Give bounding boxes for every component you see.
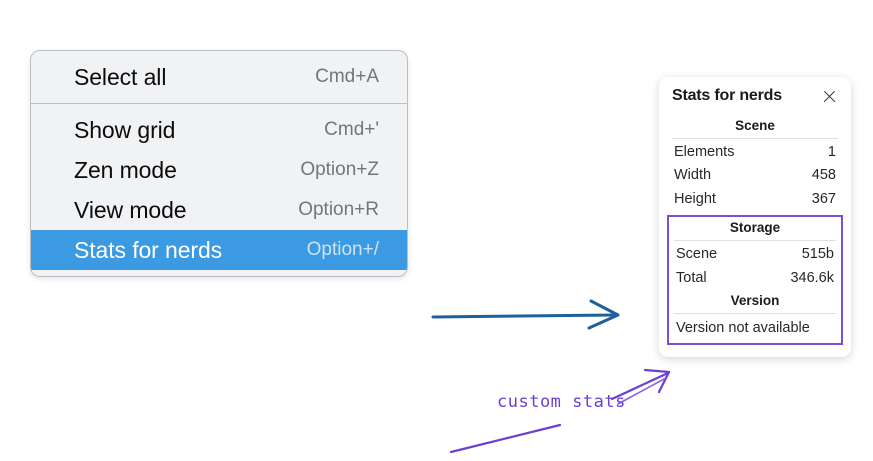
- context-menu[interactable]: Select all Cmd+A Show grid Cmd+' Zen mod…: [30, 50, 408, 277]
- menu-item-shortcut: Option+Z: [300, 159, 379, 180]
- custom-stats-highlight-box: Storage Scene 515b Total 346.6k Version …: [667, 215, 843, 345]
- stat-label: Scene: [676, 246, 718, 263]
- menu-item-label: Zen mode: [74, 156, 177, 183]
- stats-panel-header: Stats for nerds: [672, 87, 838, 105]
- version-note: Version not available: [676, 319, 810, 336]
- stat-row: Total 346.6k: [674, 267, 836, 290]
- menu-item-label: View mode: [74, 196, 187, 223]
- menu-item-shortcut: Cmd+A: [315, 66, 379, 87]
- stat-value: 1: [827, 144, 836, 160]
- stat-value: 515b: [801, 246, 834, 263]
- stat-value: 367: [811, 190, 836, 207]
- menu-item-select-all[interactable]: Select all Cmd+A: [31, 57, 407, 97]
- stat-row: Width 458: [672, 164, 838, 187]
- scene-section-heading: Scene: [735, 118, 775, 133]
- menu-item-label: Select all: [74, 63, 167, 90]
- stat-row: Height 367: [672, 188, 838, 211]
- stat-value: 346.6k: [790, 269, 834, 286]
- stat-row: Scene 515b: [674, 243, 836, 266]
- flow-arrow-icon: [431, 299, 620, 330]
- menu-item-label: Stats for nerds: [74, 236, 223, 263]
- panel-title: Stats for nerds: [672, 87, 782, 104]
- close-icon[interactable]: [821, 88, 838, 105]
- callout-label: custom stats: [497, 392, 626, 412]
- menu-item-shortcut: Cmd+': [324, 119, 379, 140]
- version-section: Version Version not available: [674, 290, 836, 338]
- callout-underline: [449, 423, 562, 454]
- section-divider: [672, 138, 838, 139]
- stat-label: Width: [674, 167, 712, 184]
- menu-item-show-grid[interactable]: Show grid Cmd+': [31, 110, 407, 150]
- section-divider: [674, 312, 836, 314]
- stat-value: 458: [811, 167, 836, 184]
- storage-section: Storage Scene 515b Total 346.6k: [674, 217, 836, 290]
- menu-item-shortcut: Option+R: [298, 199, 379, 220]
- stat-label: Total: [676, 269, 707, 286]
- stat-label: Elements: [674, 144, 735, 160]
- stat-row: Elements 1: [672, 141, 838, 164]
- menu-item-zen-mode[interactable]: Zen mode Option+Z: [31, 150, 407, 190]
- stats-for-nerds-panel: Stats for nerds Scene Elements 1 Width 4…: [659, 77, 851, 357]
- menu-item-view-mode[interactable]: View mode Option+R: [31, 190, 407, 230]
- version-section-heading: Version: [730, 292, 780, 308]
- menu-item-shortcut: Option+/: [306, 239, 379, 260]
- menu-group-2: Show grid Cmd+' Zen mode Option+Z View m…: [31, 103, 407, 276]
- menu-item-stats-for-nerds[interactable]: Stats for nerds Option+/: [31, 230, 407, 270]
- storage-section-heading: Storage: [729, 220, 781, 236]
- scene-section: Scene Elements 1 Width 458 Height 367: [672, 115, 838, 211]
- section-divider: [674, 240, 836, 242]
- menu-group-1: Select all Cmd+A: [31, 51, 407, 103]
- stat-label: Height: [674, 190, 716, 207]
- menu-item-label: Show grid: [74, 116, 176, 143]
